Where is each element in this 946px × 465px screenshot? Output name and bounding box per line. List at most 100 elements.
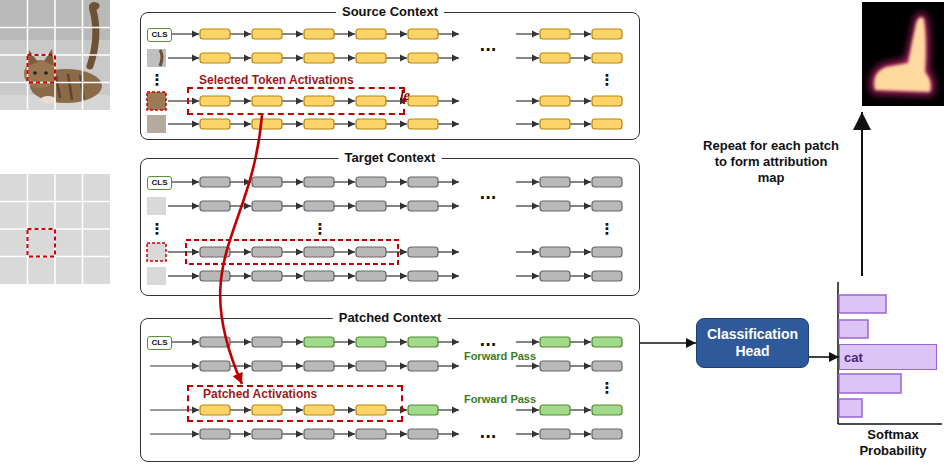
attribution-map — [862, 2, 944, 106]
token-activation — [540, 405, 570, 415]
token-activation — [356, 119, 386, 129]
token-arrow — [386, 181, 407, 182]
token-arrow — [386, 123, 407, 124]
token-activation — [408, 337, 438, 347]
token-activation — [304, 119, 334, 129]
cls-token-box: CLS — [147, 336, 172, 350]
token-activation — [304, 429, 334, 439]
token-activation — [592, 119, 622, 129]
blank-image-part — [0, 174, 110, 284]
forward-pass-label: Forward Pass — [464, 351, 536, 362]
token-arrow — [570, 123, 591, 124]
token-activation — [540, 29, 570, 39]
connector-arrow — [640, 342, 696, 344]
token-arrow — [386, 33, 407, 34]
token-arrow — [282, 57, 303, 58]
token-arrow — [438, 100, 459, 101]
context-panel: Target ContextCLS — [140, 158, 640, 296]
cat-photo-part — [56, 74, 84, 100]
cls-label: CLS — [152, 30, 168, 40]
context-panel: Patched ContextCLSPatched Activations — [140, 318, 640, 462]
token-arrow — [282, 100, 303, 101]
token-activation — [408, 247, 438, 257]
connector-arrow — [220, 115, 262, 384]
token-activation — [592, 361, 622, 371]
token-activation — [592, 337, 622, 347]
token-activation — [252, 429, 282, 439]
token-activation — [592, 429, 622, 439]
token-arrow — [168, 205, 199, 206]
ellipsis-mark: ⋮ — [600, 73, 615, 88]
selection-label: Selected Token Activations — [187, 73, 405, 87]
token-arrow — [570, 409, 591, 410]
token-activation — [252, 405, 282, 415]
token-arrow — [438, 433, 459, 434]
token-activation — [252, 201, 282, 211]
patch-thumbnail-part — [160, 50, 162, 66]
token-activation — [540, 177, 570, 187]
token-activation — [592, 271, 622, 281]
token-arrow — [230, 57, 251, 58]
token-activation — [540, 96, 570, 106]
token-activation — [356, 53, 386, 63]
token-activation — [304, 96, 334, 106]
token-activation — [252, 247, 282, 257]
token-arrow — [516, 100, 539, 101]
token-activation — [252, 29, 282, 39]
token-activation — [408, 429, 438, 439]
token-arrow — [516, 205, 539, 206]
cat-photo-part — [28, 55, 56, 83]
token-activation — [592, 201, 622, 211]
token-activation — [252, 177, 282, 187]
class-label: cat — [844, 350, 863, 365]
token-arrow — [334, 181, 355, 182]
blank-image — [0, 174, 110, 284]
annotation-text: Repeat for each patch to form attributio… — [702, 138, 840, 186]
token-arrow — [230, 100, 251, 101]
ellipsis-mark: ... — [479, 334, 496, 349]
token-arrow — [282, 365, 303, 366]
token-activation — [540, 429, 570, 439]
token-arrow — [170, 341, 199, 342]
token-arrow — [516, 409, 539, 410]
token-arrow — [386, 57, 407, 58]
cat-photo-part — [40, 96, 56, 104]
token-activation — [356, 247, 386, 257]
token-arrow — [334, 433, 355, 434]
token-arrow — [516, 123, 539, 124]
ellipsis-mark: ⋮ — [150, 73, 165, 88]
token-arrow — [230, 123, 251, 124]
dashed-outline — [187, 87, 405, 115]
token-arrow — [168, 100, 199, 101]
token-activation — [540, 337, 570, 347]
panel-title: Target Context — [339, 150, 442, 166]
token-arrow — [438, 33, 459, 34]
token-activation — [304, 247, 334, 257]
token-arrow — [386, 251, 407, 252]
token-arrow — [438, 275, 459, 276]
cat-photo-part — [27, 50, 38, 66]
probability-chart — [838, 282, 942, 424]
token-arrow — [438, 205, 459, 206]
token-activation — [408, 201, 438, 211]
token-activation — [408, 29, 438, 39]
token-activation — [200, 96, 230, 106]
probability-bar: cat — [839, 344, 937, 370]
token-arrow — [230, 409, 251, 410]
forward-pass-label: Forward Pass — [464, 394, 536, 405]
token-activation — [200, 29, 230, 39]
token-arrow — [168, 123, 199, 124]
token-activation — [408, 119, 438, 129]
token-arrow — [438, 365, 459, 366]
token-arrow — [516, 251, 539, 252]
token-activation — [356, 271, 386, 281]
token-arrow — [230, 341, 251, 342]
token-arrow — [516, 341, 539, 342]
token-arrow — [150, 433, 199, 434]
ellipsis-mark: ⋮ — [150, 222, 165, 237]
token-arrow — [386, 433, 407, 434]
selection-box: Patched Activations — [187, 385, 403, 422]
token-arrow — [334, 33, 355, 34]
cat-photo-part — [33, 71, 37, 75]
token-arrow — [170, 33, 199, 34]
